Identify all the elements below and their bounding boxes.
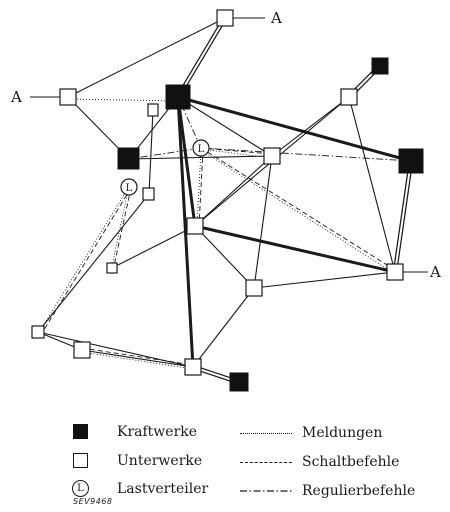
legend-item-power-plants: Kraftwerke <box>71 423 197 441</box>
dashdot-line-symbol <box>240 490 292 492</box>
substation <box>216 9 234 27</box>
legend-item-control-commands: Regulierbefehle <box>240 483 415 499</box>
line <box>177 96 273 157</box>
load-dispatcher <box>120 178 138 196</box>
load-dispatcher <box>192 139 210 157</box>
switching-line <box>198 149 204 227</box>
substation <box>73 341 91 359</box>
line <box>111 225 196 269</box>
line <box>253 271 396 289</box>
legend-item-substations: Unterwerke <box>71 452 202 470</box>
substation <box>340 88 358 106</box>
dotted-line-symbol <box>240 432 292 434</box>
switching-line <box>200 147 273 155</box>
substation <box>263 147 281 165</box>
dashed-line-symbol <box>240 461 292 463</box>
legend-label: Meldungen <box>302 425 383 441</box>
line <box>271 96 350 157</box>
substation <box>142 187 155 201</box>
load-dispatcher-letter: L <box>126 183 133 194</box>
main-line <box>177 95 412 163</box>
power-plant <box>165 84 191 110</box>
substation <box>31 325 45 339</box>
legend-label: Kraftwerke <box>117 424 198 440</box>
power-plant <box>371 57 389 75</box>
line <box>348 96 396 273</box>
main-line <box>176 96 197 227</box>
legend-label: Lastverteiler <box>117 481 209 497</box>
external-connection-label: A <box>270 9 282 27</box>
switching-line <box>113 187 132 267</box>
power-plant <box>229 372 249 392</box>
substation <box>59 88 77 106</box>
message-line <box>81 351 194 370</box>
line <box>37 193 150 333</box>
substation <box>106 262 118 274</box>
substation <box>386 263 404 281</box>
line <box>81 349 194 368</box>
external-labels: A A A <box>10 9 441 281</box>
line <box>128 155 273 160</box>
line <box>194 225 255 289</box>
nodes: L L <box>31 9 424 392</box>
message-line <box>39 189 128 332</box>
connections <box>30 16 428 385</box>
external-connection-label: A <box>429 263 441 281</box>
line <box>148 109 154 195</box>
legend-item-switching-commands: Schaltbefehle <box>240 454 399 470</box>
power-plant-symbol <box>71 423 117 441</box>
legend-label: Schaltbefehle <box>302 454 400 470</box>
power-plant <box>117 147 140 170</box>
switching-line <box>41 187 132 334</box>
legend-item-messages: Meldungen <box>240 425 382 441</box>
substation <box>245 279 263 297</box>
message-line <box>67 98 179 102</box>
message-line <box>200 149 396 275</box>
message-line <box>196 149 202 227</box>
substation-symbol <box>71 452 117 470</box>
figure-stamp: SEV9468 <box>73 497 113 506</box>
line <box>67 17 226 98</box>
main-line <box>176 96 195 368</box>
line <box>37 331 194 368</box>
power-plant <box>398 148 424 174</box>
legend-label: Unterwerke <box>117 453 203 469</box>
switching-line <box>200 147 396 271</box>
control-line <box>200 147 412 162</box>
line <box>194 155 273 227</box>
main-line <box>194 224 396 274</box>
line <box>253 155 273 289</box>
message-line <box>111 185 130 267</box>
substation <box>186 217 204 235</box>
external-connection-label: A <box>10 88 22 106</box>
legend-label: Regulierbefehle <box>302 483 416 499</box>
control-line <box>128 147 202 160</box>
legend-item-load-dispatcher: L Lastverteiler <box>71 480 208 498</box>
substation <box>184 358 202 376</box>
load-dispatcher-symbol: L <box>71 480 117 498</box>
load-dispatcher-letter: L <box>198 144 205 155</box>
substation <box>147 103 159 117</box>
line <box>192 287 255 368</box>
switching-line <box>81 347 194 366</box>
